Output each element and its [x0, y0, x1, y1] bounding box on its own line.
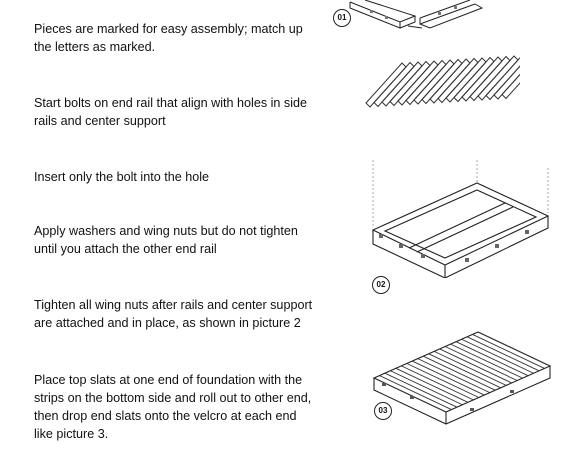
slat [373, 61, 415, 108]
top-slat [401, 365, 474, 401]
top-slat [461, 338, 534, 374]
figure-badge-01: 01 [333, 9, 351, 27]
slat [365, 62, 407, 108]
step-5-text: Tighten all wing nuts after rails and ce… [34, 298, 313, 330]
slat [461, 56, 503, 102]
top-slat [406, 363, 480, 398]
slat [469, 55, 511, 102]
top-slat [412, 360, 485, 396]
top-slat [428, 353, 501, 389]
top-slat [384, 372, 458, 408]
slat [397, 60, 439, 106]
step-4-text: Apply washers and wing nuts but do not t… [34, 224, 298, 256]
step-3-text: Insert only the bolt into the hole [34, 170, 210, 184]
slat [437, 57, 479, 104]
slat [477, 55, 519, 101]
top-slat [423, 355, 496, 391]
step-6-text: Place top slats at one end of foundation… [34, 373, 312, 441]
top-slat [455, 341, 529, 377]
slat [429, 58, 471, 104]
slat [421, 58, 463, 105]
slat [389, 60, 431, 107]
step-1-text: Pieces are marked for easy assembly; mat… [34, 22, 303, 54]
figure-badge-03: 03 [374, 402, 392, 420]
slat [381, 61, 423, 107]
figure-badge-02: 02 [372, 276, 390, 294]
frame-with-center-support-illustration [371, 160, 550, 278]
slat [445, 57, 487, 103]
rail-pieces-illustration [349, 0, 484, 29]
top-slat [477, 331, 551, 367]
slat [453, 56, 495, 103]
slats-roll-illustration [365, 55, 520, 108]
top-slat [472, 334, 545, 369]
slat [413, 59, 455, 105]
top-slat [390, 370, 463, 406]
frame-with-slats-illustration [372, 331, 552, 425]
slat [485, 56, 520, 101]
step-2-text: Start bolts on end rail that align with … [34, 96, 308, 128]
top-slat [379, 375, 452, 410]
top-slat [466, 336, 540, 372]
top-slat [395, 367, 469, 403]
top-slat [450, 343, 523, 379]
slat [493, 65, 520, 100]
top-slat [439, 348, 512, 384]
slat [501, 73, 520, 100]
top-slat [444, 346, 518, 381]
top-slat [417, 358, 490, 394]
top-slat [434, 350, 507, 386]
slat [405, 59, 447, 106]
